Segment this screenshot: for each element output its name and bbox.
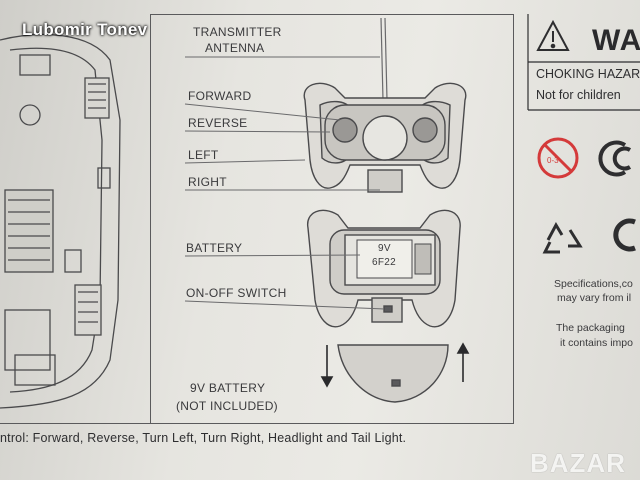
warning-choking-line: CHOKING HAZAR: [536, 67, 640, 81]
right-panel-border: [513, 14, 514, 424]
packaging-line2: it contains impo: [560, 337, 633, 349]
packaging-line1: The packaging: [556, 322, 625, 334]
left-panel-border: [150, 14, 151, 424]
label-battery: BATTERY: [186, 241, 243, 255]
age-badge-text: 0-3: [547, 156, 559, 165]
watermark-text: Lubomir Tonev: [22, 20, 148, 39]
leader-lines: [184, 56, 385, 310]
label-forward: FORWARD: [188, 89, 252, 103]
label-right: RIGHT: [188, 175, 227, 189]
age-warning-icon: [537, 137, 579, 179]
battery-cell-label-line1: 9V: [378, 243, 391, 254]
ce-partial-icon: [598, 140, 632, 177]
bazar-watermark: BAZAR: [530, 448, 626, 478]
controller-front: [303, 82, 467, 193]
spec-line1: Specifications,co: [554, 278, 633, 290]
spec-line2: may vary from il: [557, 292, 632, 304]
label-reverse: REVERSE: [188, 116, 248, 130]
battery-cover: [337, 344, 449, 403]
controller-back: [307, 209, 461, 328]
battery-cell-label-line2: 6F22: [372, 257, 396, 268]
footer-divider: [0, 423, 513, 424]
warning-title: WA: [592, 24, 640, 57]
insert-arrows: [320, 342, 470, 388]
antenna-drawing: [380, 17, 388, 101]
label-battery-note-line1: 9V BATTERY: [190, 381, 266, 395]
label-switch: ON-OFF SWITCH: [186, 286, 287, 300]
car-drawing: [0, 33, 121, 409]
label-antenna-line2: ANTENNA: [205, 41, 265, 55]
label-battery-note-line2: (NOT INCLUDED): [176, 399, 278, 413]
recycle-icon: [542, 221, 583, 254]
warning-children-line: Not for children: [536, 88, 621, 102]
label-left: LEFT: [188, 148, 219, 162]
warning-graphics: [527, 14, 640, 111]
label-antenna-line1: TRANSMITTER: [193, 25, 282, 39]
footer-function-list: ntrol: Forward, Reverse, Turn Left, Turn…: [0, 431, 407, 445]
top-divider: [150, 14, 513, 15]
c-partial-icon: [613, 218, 636, 252]
